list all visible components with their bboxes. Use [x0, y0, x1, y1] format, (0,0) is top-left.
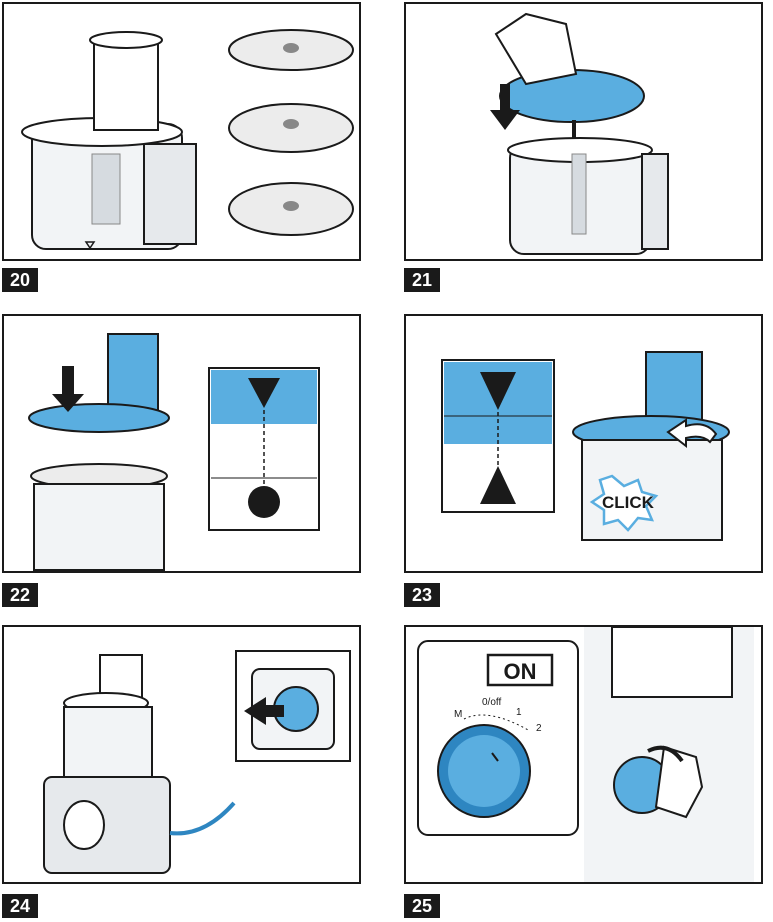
- bowl-shape: [34, 484, 164, 570]
- hand-shape: [496, 14, 576, 84]
- base-shape: [44, 777, 170, 873]
- step-21-panel: [404, 2, 763, 261]
- click-label: CLICK: [588, 493, 668, 513]
- step-20-panel: [2, 2, 361, 261]
- step-22-panel: [2, 314, 361, 573]
- step-number: 22: [2, 583, 38, 607]
- dial-1-label: 1: [516, 707, 522, 718]
- dial-2-label: 2: [536, 723, 542, 734]
- on-label: ON: [490, 659, 550, 685]
- bowl-shape: [64, 707, 152, 779]
- step-number: 25: [404, 894, 440, 918]
- step-24-panel: [2, 625, 361, 884]
- pusher-shape: [94, 40, 158, 130]
- circle-marker-icon: [248, 486, 280, 518]
- step-number: 21: [404, 268, 440, 292]
- lid-blue: [29, 404, 169, 432]
- step-23-panel: CLICK: [404, 314, 763, 573]
- step-20-illustration: [4, 4, 361, 261]
- power-cord: [170, 803, 234, 833]
- bowl-shape: [612, 627, 732, 697]
- step-25-panel: ON M 0/off 1 2: [404, 625, 763, 884]
- bowl-handle: [144, 144, 196, 244]
- step-number: 23: [404, 583, 440, 607]
- dial-m-label: M: [454, 709, 462, 720]
- step-23-illustration: [406, 316, 763, 573]
- dial-off-label: 0/off: [482, 697, 501, 708]
- dial-knob: [64, 801, 104, 849]
- step-number: 24: [2, 894, 38, 918]
- step-25-illustration: [406, 627, 763, 884]
- step-21-illustration: [406, 4, 763, 261]
- step-24-illustration: [4, 627, 361, 884]
- step-number: 20: [2, 268, 38, 292]
- step-22-illustration: [4, 316, 361, 573]
